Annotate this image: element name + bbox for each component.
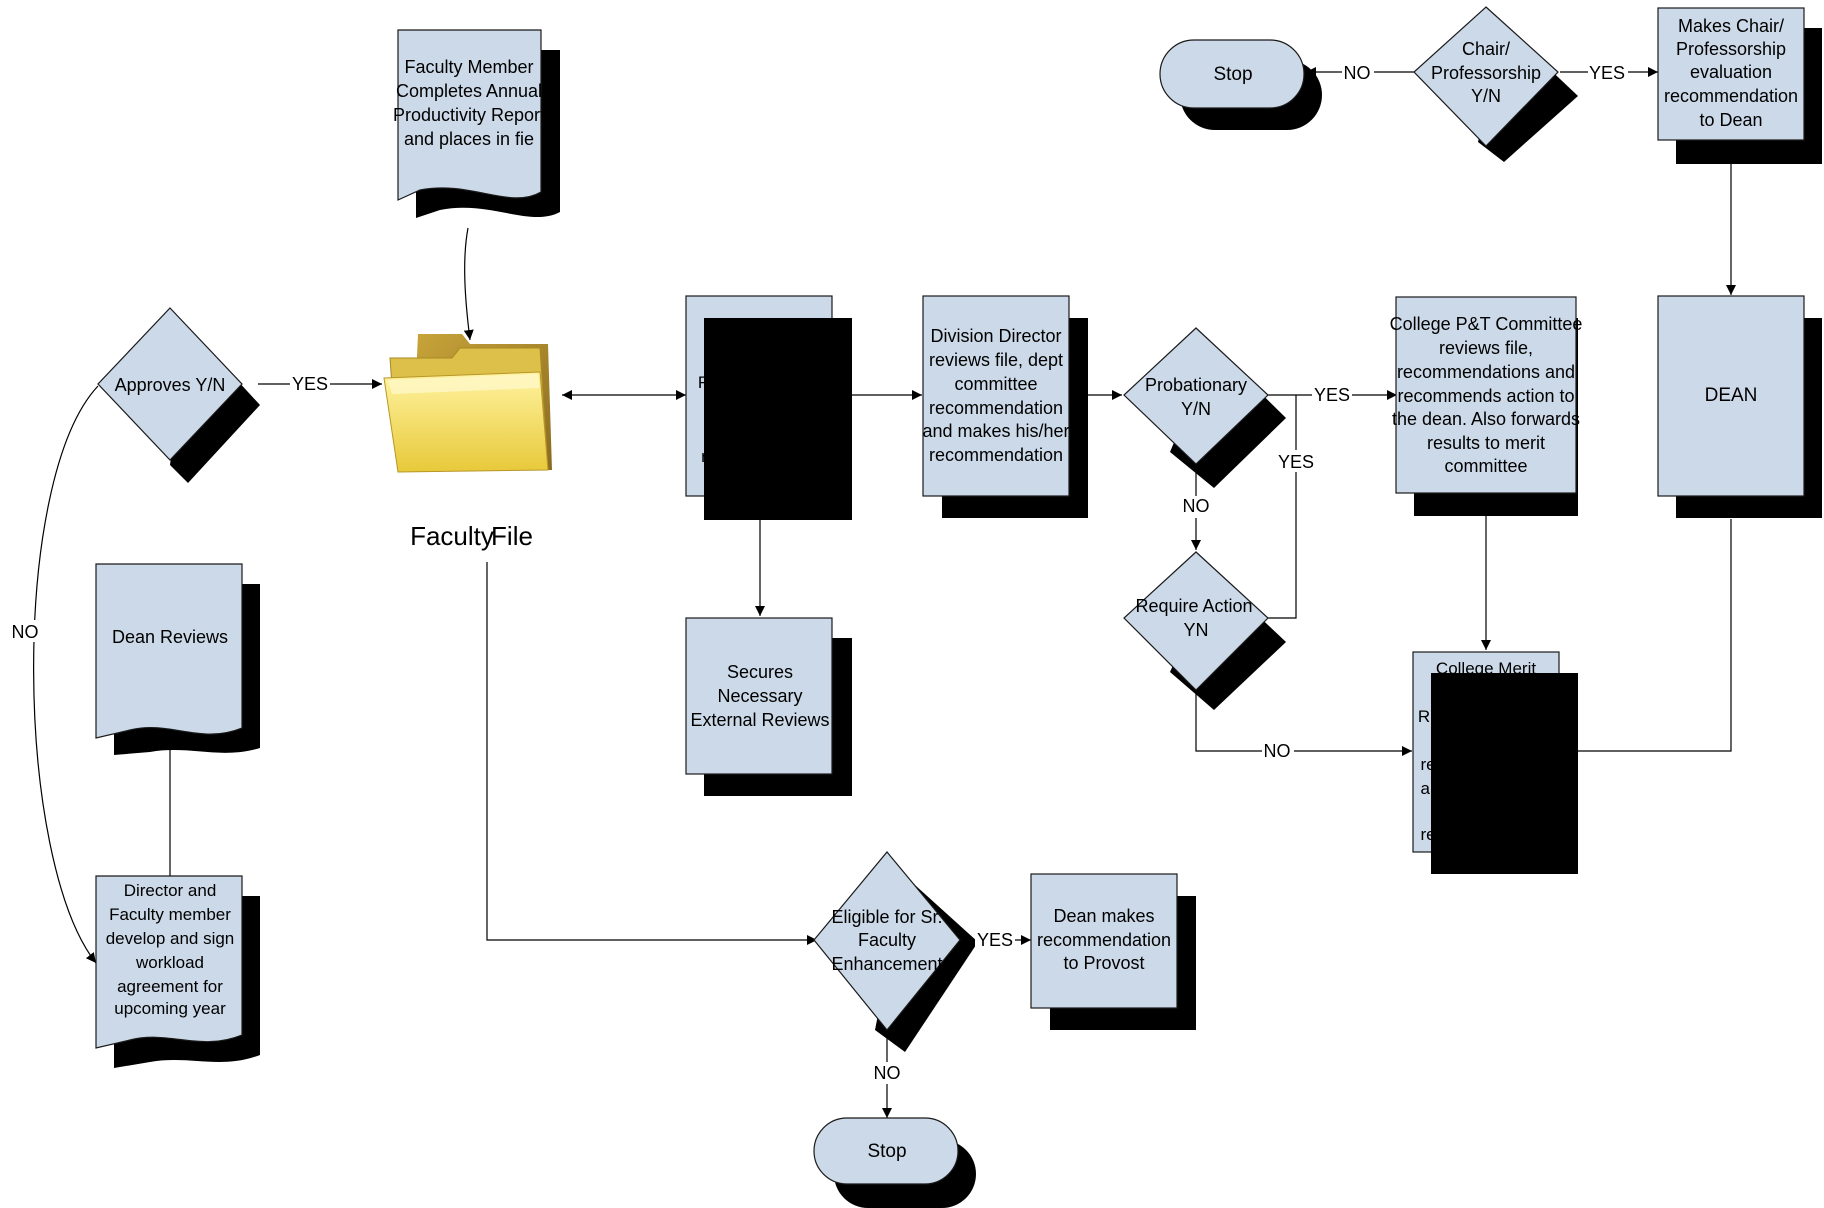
- faculty-report-line: Productivity Report: [393, 105, 545, 125]
- workload-line: upcoming year: [114, 999, 226, 1018]
- edge-merit-to-dean: [1578, 519, 1732, 752]
- workload-line: Director and: [124, 881, 217, 900]
- college-pt-line: recommends action to: [1397, 386, 1574, 406]
- faculty-file-label-left: Faculty: [410, 521, 494, 551]
- faculty-report-line: Faculty Member: [404, 57, 533, 77]
- division-director-line: recommendation: [929, 398, 1063, 418]
- dean-provost-line: Dean makes: [1053, 906, 1154, 926]
- node-division-director: Division Director reviews file, dept com…: [922, 295, 1088, 518]
- probationary-line: Probationary: [1145, 375, 1247, 395]
- edge-require-no: [1195, 692, 1412, 756]
- node-redacted-process: R r: [685, 295, 852, 520]
- makes-chair-line: to Dean: [1699, 110, 1762, 130]
- node-college-pt: College P&T Committee reviews file, reco…: [1390, 296, 1583, 516]
- makes-chair-line: evaluation: [1690, 62, 1772, 82]
- eligible-line: Enhancement: [831, 954, 942, 974]
- chair-line: Professorship: [1431, 63, 1541, 83]
- dean-label: DEAN: [1705, 385, 1758, 406]
- edge-label-no-approves: NO: [12, 622, 39, 642]
- folder-icon: [383, 334, 552, 473]
- dean-provost-line: recommendation: [1037, 930, 1171, 950]
- college-merit-partial: R: [1418, 707, 1430, 726]
- edge-report-to-file: [463, 227, 474, 341]
- require-action-line: Require Action: [1135, 596, 1252, 616]
- node-workload: Director and Faculty member develop and …: [95, 875, 260, 1068]
- faculty-file-label-right: File: [491, 521, 533, 551]
- edge-label-no-chair: NO: [1344, 63, 1371, 83]
- node-secures-reviews: Secures Necessary External Reviews: [685, 617, 852, 796]
- college-pt-line: the dean. Also forwards: [1392, 409, 1580, 429]
- node-college-merit: College Merit R re ar re: [1412, 651, 1578, 874]
- division-director-line: reviews file, dept: [929, 350, 1063, 370]
- division-director-line: Division Director: [930, 326, 1061, 346]
- node-makes-chair: Makes Chair/ Professorship evaluation re…: [1657, 7, 1822, 164]
- edge-label-yes-eligible: YES: [977, 930, 1013, 950]
- college-pt-line: results to merit: [1427, 433, 1545, 453]
- approves-label: Approves Y/N: [115, 375, 226, 395]
- workload-line: agreement for: [117, 977, 223, 996]
- redaction-block: [1431, 673, 1578, 874]
- probationary-line: Y/N: [1181, 399, 1211, 419]
- edge-label-yes-probationary: YES: [1314, 385, 1350, 405]
- dean-provost-line: to Provost: [1063, 953, 1144, 973]
- node-require-action: Require Action YN: [1123, 551, 1286, 710]
- workload-line: workload: [135, 953, 204, 972]
- workload-line: Faculty member: [109, 905, 231, 924]
- node-eligible-sr: Eligible for Sr. Faculty Enhancement: [813, 851, 978, 1052]
- node-probationary: Probationary Y/N: [1123, 327, 1286, 488]
- eligible-line: Faculty: [858, 930, 916, 950]
- connectors: [33, 67, 1736, 1118]
- node-faculty-report: Faculty Member Completes Annual Producti…: [393, 29, 560, 218]
- chair-line: Chair/: [1462, 39, 1510, 59]
- division-director-line: committee: [954, 374, 1037, 394]
- stop-top-label: Stop: [1213, 64, 1252, 85]
- edge-label-no-probationary: NO: [1183, 496, 1210, 516]
- college-pt-line: committee: [1444, 456, 1527, 476]
- node-chair-professorship: Chair/ Professorship Y/N: [1413, 6, 1578, 162]
- edge-label-no-require: NO: [1264, 741, 1291, 761]
- workload-line: develop and sign: [106, 929, 235, 948]
- makes-chair-line: Makes Chair/: [1678, 16, 1784, 36]
- edge-label-yes-require: YES: [1278, 452, 1314, 472]
- secures-line: External Reviews: [690, 710, 829, 730]
- edge-label-no-eligible: NO: [874, 1063, 901, 1083]
- chair-line: Y/N: [1471, 86, 1501, 106]
- secures-line: Necessary: [717, 686, 802, 706]
- edge-approves-no: [33, 385, 99, 964]
- dean-reviews-label: Dean Reviews: [112, 627, 228, 647]
- makes-chair-line: Professorship: [1676, 39, 1786, 59]
- node-dean-reviews: Dean Reviews: [95, 563, 260, 755]
- edge-file-to-eligible: [486, 562, 817, 945]
- eligible-line: Eligible for Sr.: [831, 907, 942, 927]
- node-approves: Approves Y/N: [97, 307, 260, 483]
- secures-line: Secures: [727, 662, 793, 682]
- faculty-report-line: Completes Annual: [396, 81, 542, 101]
- node-stop-bottom: Stop: [813, 1117, 976, 1208]
- college-pt-line: reviews file,: [1439, 338, 1533, 358]
- division-director-line: recommendation: [929, 445, 1063, 465]
- node-dean: DEAN: [1657, 295, 1822, 518]
- require-action-line: YN: [1183, 620, 1208, 640]
- edge-labels: YES NO YES NO YES NO YES NO YES NO: [10, 62, 1628, 1084]
- college-pt-line: recommendations and: [1397, 362, 1575, 382]
- faculty-report-line: and places in fie: [404, 129, 534, 149]
- college-pt-line: College P&T Committee: [1390, 314, 1583, 334]
- redaction-block: [704, 318, 852, 520]
- stop-bottom-label: Stop: [867, 1141, 906, 1162]
- edge-label-yes-chair: YES: [1589, 63, 1625, 83]
- makes-chair-line: recommendation: [1664, 86, 1798, 106]
- edge-label-yes-approves: YES: [292, 374, 328, 394]
- division-director-line: and makes his/her: [922, 421, 1069, 441]
- node-dean-provost: Dean makes recommendation to Provost: [1030, 873, 1196, 1030]
- node-stop-top: Stop: [1159, 39, 1322, 130]
